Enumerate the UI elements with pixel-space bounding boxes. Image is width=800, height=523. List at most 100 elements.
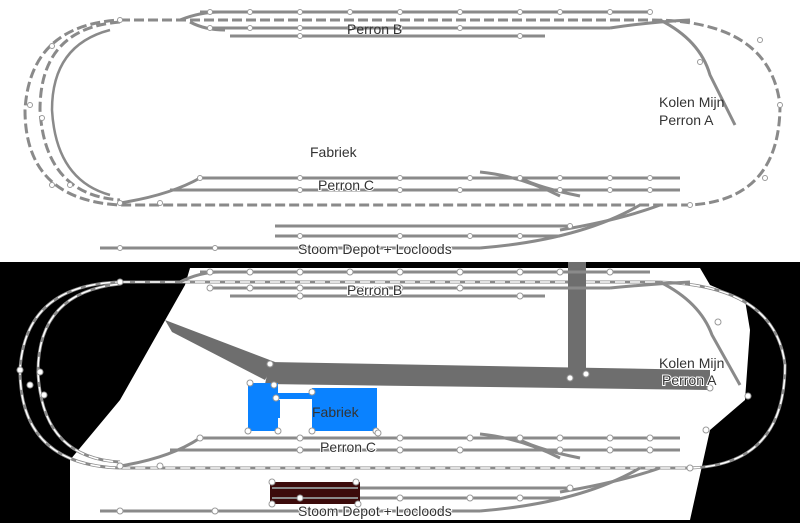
track-node — [557, 187, 563, 193]
track-node — [206, 268, 214, 276]
road-main-segment — [265, 362, 710, 390]
track-node — [354, 500, 362, 508]
track-node — [396, 268, 404, 276]
track-node — [296, 494, 304, 502]
track-node — [297, 33, 303, 39]
track-node — [116, 507, 124, 515]
track-node — [647, 9, 653, 15]
label-kolen-mijn: Kolen Mijn — [659, 94, 724, 110]
perron-b-tracks — [179, 10, 691, 38]
track-node — [296, 446, 304, 454]
track-node — [556, 434, 564, 442]
track-node — [457, 9, 463, 15]
fabriek-connector-mid — [272, 400, 280, 418]
track-node — [466, 494, 474, 502]
track-node — [456, 268, 464, 276]
track-node — [516, 494, 524, 502]
track-node — [556, 268, 564, 276]
track-node — [196, 434, 204, 442]
road-network — [165, 262, 710, 390]
track-node — [49, 182, 55, 188]
track-node — [467, 175, 473, 181]
track-node — [266, 360, 274, 368]
track-node — [456, 446, 464, 454]
track-node — [347, 25, 353, 31]
track-node — [777, 102, 783, 108]
track-node — [397, 25, 403, 31]
track-node — [397, 9, 403, 15]
track-node — [396, 434, 404, 442]
road-vertical-segment — [568, 262, 586, 377]
track-node — [308, 388, 316, 396]
track-node — [517, 175, 523, 181]
track-node — [686, 464, 694, 472]
track-node — [517, 33, 523, 39]
track-node — [27, 102, 33, 108]
track-node — [26, 381, 34, 389]
bottom-label-fabriek: Fabriek — [312, 404, 360, 420]
bottom-label-perron-a: Perron A — [662, 372, 717, 388]
track-node — [16, 366, 24, 374]
track-node — [467, 233, 473, 239]
track-node — [606, 268, 614, 276]
track-node — [197, 175, 203, 181]
track-node — [67, 182, 73, 188]
track-node — [566, 374, 574, 382]
track-node — [566, 484, 574, 492]
track-node — [40, 391, 48, 399]
top-track-plan: Perron B Kolen Mijn Perron A Fabriek Per… — [23, 9, 783, 258]
track-node — [268, 478, 276, 486]
track-node — [244, 427, 252, 435]
track-node — [246, 284, 254, 292]
track-node — [516, 268, 524, 276]
track-node — [582, 370, 590, 378]
track-node — [396, 494, 404, 502]
track-node — [39, 115, 45, 121]
track-node — [207, 9, 213, 15]
track-node — [757, 37, 763, 43]
track-node — [607, 187, 613, 193]
track-node — [297, 233, 303, 239]
track-node — [297, 187, 303, 193]
bottom-label-stoom-depot: Stoom Depot + Locloods — [298, 503, 452, 519]
track-node — [352, 478, 360, 486]
road-diagonal-segment — [165, 320, 275, 380]
track-node — [246, 268, 254, 276]
track-node — [557, 175, 563, 181]
track-node — [606, 446, 614, 454]
inner-loop-track — [38, 20, 121, 202]
track-node — [517, 233, 523, 239]
label-stoom-depot: Stoom Depot + Locloods — [298, 241, 452, 257]
track-node — [296, 292, 304, 300]
track-node — [212, 245, 218, 251]
track-node — [347, 9, 353, 15]
track-node — [396, 284, 404, 292]
kolen-mijn-spur — [659, 18, 737, 126]
track-node — [517, 9, 523, 15]
track-node — [117, 245, 123, 251]
track-node — [206, 284, 214, 292]
track-node — [296, 284, 304, 292]
label-perron-a: Perron A — [659, 112, 714, 128]
depot-tracks — [100, 203, 661, 250]
track-node — [516, 292, 524, 300]
bottom-perron-b-tracks — [179, 270, 691, 298]
track-node — [714, 318, 722, 326]
track-node — [762, 175, 768, 181]
track-node — [346, 268, 354, 276]
fabriek-buildings — [248, 383, 377, 431]
track-node — [516, 434, 524, 442]
track-node — [272, 394, 280, 402]
track-node — [466, 434, 474, 442]
fabriek-building-right — [312, 388, 377, 431]
track-node — [247, 25, 253, 31]
track-node — [207, 25, 213, 31]
track-node — [247, 9, 253, 15]
track-node — [397, 187, 403, 193]
track-node — [702, 426, 710, 434]
track-node — [397, 175, 403, 181]
track-node — [296, 268, 304, 276]
track-node — [346, 284, 354, 292]
